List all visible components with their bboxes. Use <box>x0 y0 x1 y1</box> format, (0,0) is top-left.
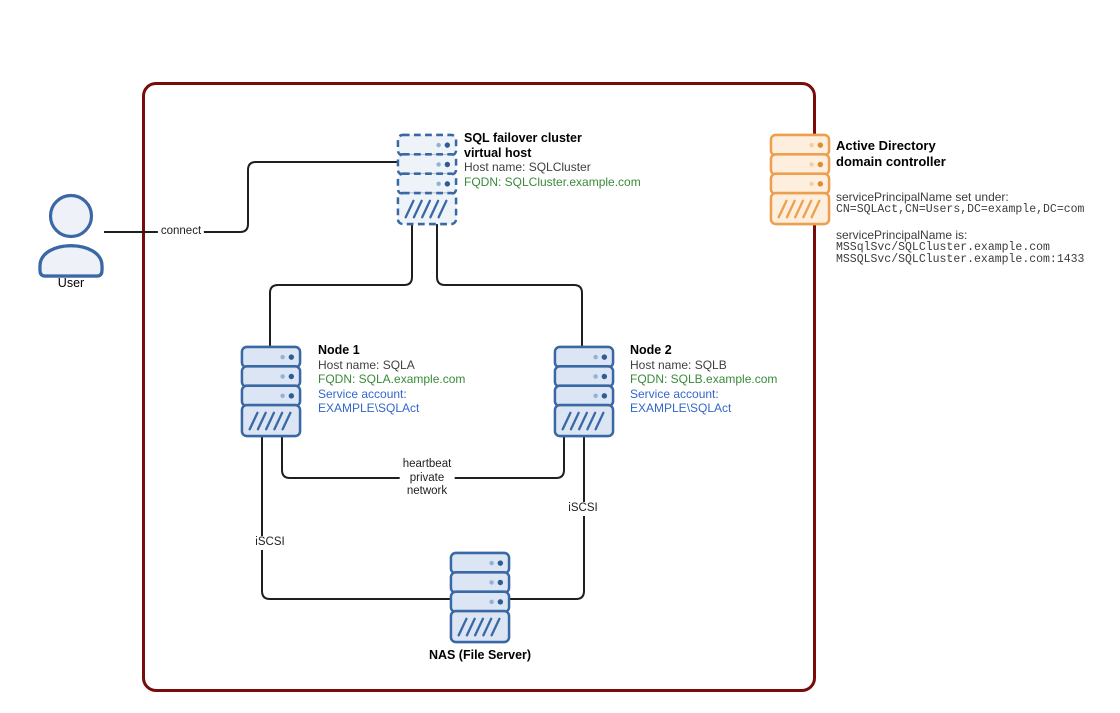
node1-title: Node 1 <box>318 343 360 357</box>
node1-server-icon <box>241 346 301 437</box>
ad-spn-under-label: servicePrincipalName set under: <box>836 190 1009 204</box>
active-directory-text: Active Directory domain controller servi… <box>836 138 1085 266</box>
ad-title: Active Directory <box>836 138 936 153</box>
node1-text: Node 1 Host name: SQLA FQDN: SQLA.exampl… <box>318 343 466 415</box>
nas-label: NAS (File Server) <box>428 648 532 662</box>
virtual-host-fqdn: FQDN: SQLCluster.example.com <box>464 174 641 189</box>
node1-hostname: Host name: SQLA <box>318 357 415 372</box>
cluster-boundary-frame <box>142 82 816 692</box>
node1-service-account: Service account: <box>318 386 407 401</box>
iscsi-right-label: iSCSI <box>565 502 601 516</box>
virtual-host-server-icon <box>397 134 457 225</box>
connector-node2-iscsi-to-nas <box>505 432 585 600</box>
node1-fqdn: FQDN: SQLA.example.com <box>318 372 466 386</box>
node2-server-icon <box>554 346 614 437</box>
virtual-host-hostname: Host name: SQLCluster <box>464 160 591 174</box>
ad-spn-is-label: servicePrincipalName is: <box>836 228 968 242</box>
ad-spn-under-value: CN=SQLAct,CN=Users,DC=example,DC=com <box>836 202 1085 216</box>
active-directory-server-icon <box>770 134 830 225</box>
user-label: User <box>57 276 85 290</box>
connector-virtual-host-to-node1 <box>269 222 413 350</box>
connect-label: connect <box>157 225 205 239</box>
nas-server-icon <box>450 552 510 643</box>
node2-text: Node 2 Host name: SQLB FQDN: SQLB.exampl… <box>630 343 778 415</box>
ad-spn-is-value1: MSSqlSvc/SQLCluster.example.com <box>836 240 1050 254</box>
connector-virtual-host-to-node2 <box>436 222 583 350</box>
iscsi-left-label: iSCSI <box>252 536 288 550</box>
node2-title: Node 2 <box>630 343 672 357</box>
connector-user-to-virtual-host <box>104 161 399 233</box>
node2-hostname: Host name: SQLB <box>630 357 727 372</box>
node2-service-account: Service account: <box>630 386 719 401</box>
ad-spn-is-value2: MSSQLSvc/SQLCluster.example.com:1433 <box>836 253 1085 266</box>
user-icon <box>38 193 104 278</box>
node2-fqdn: FQDN: SQLB.example.com <box>630 372 778 386</box>
virtual-host-title: SQL failover cluster <box>464 131 582 145</box>
heartbeat-network-label: heartbeat private network <box>399 458 455 499</box>
connector-node1-iscsi-to-nas <box>261 432 455 600</box>
virtual-host-text: SQL failover cluster virtual host Host n… <box>464 131 641 189</box>
